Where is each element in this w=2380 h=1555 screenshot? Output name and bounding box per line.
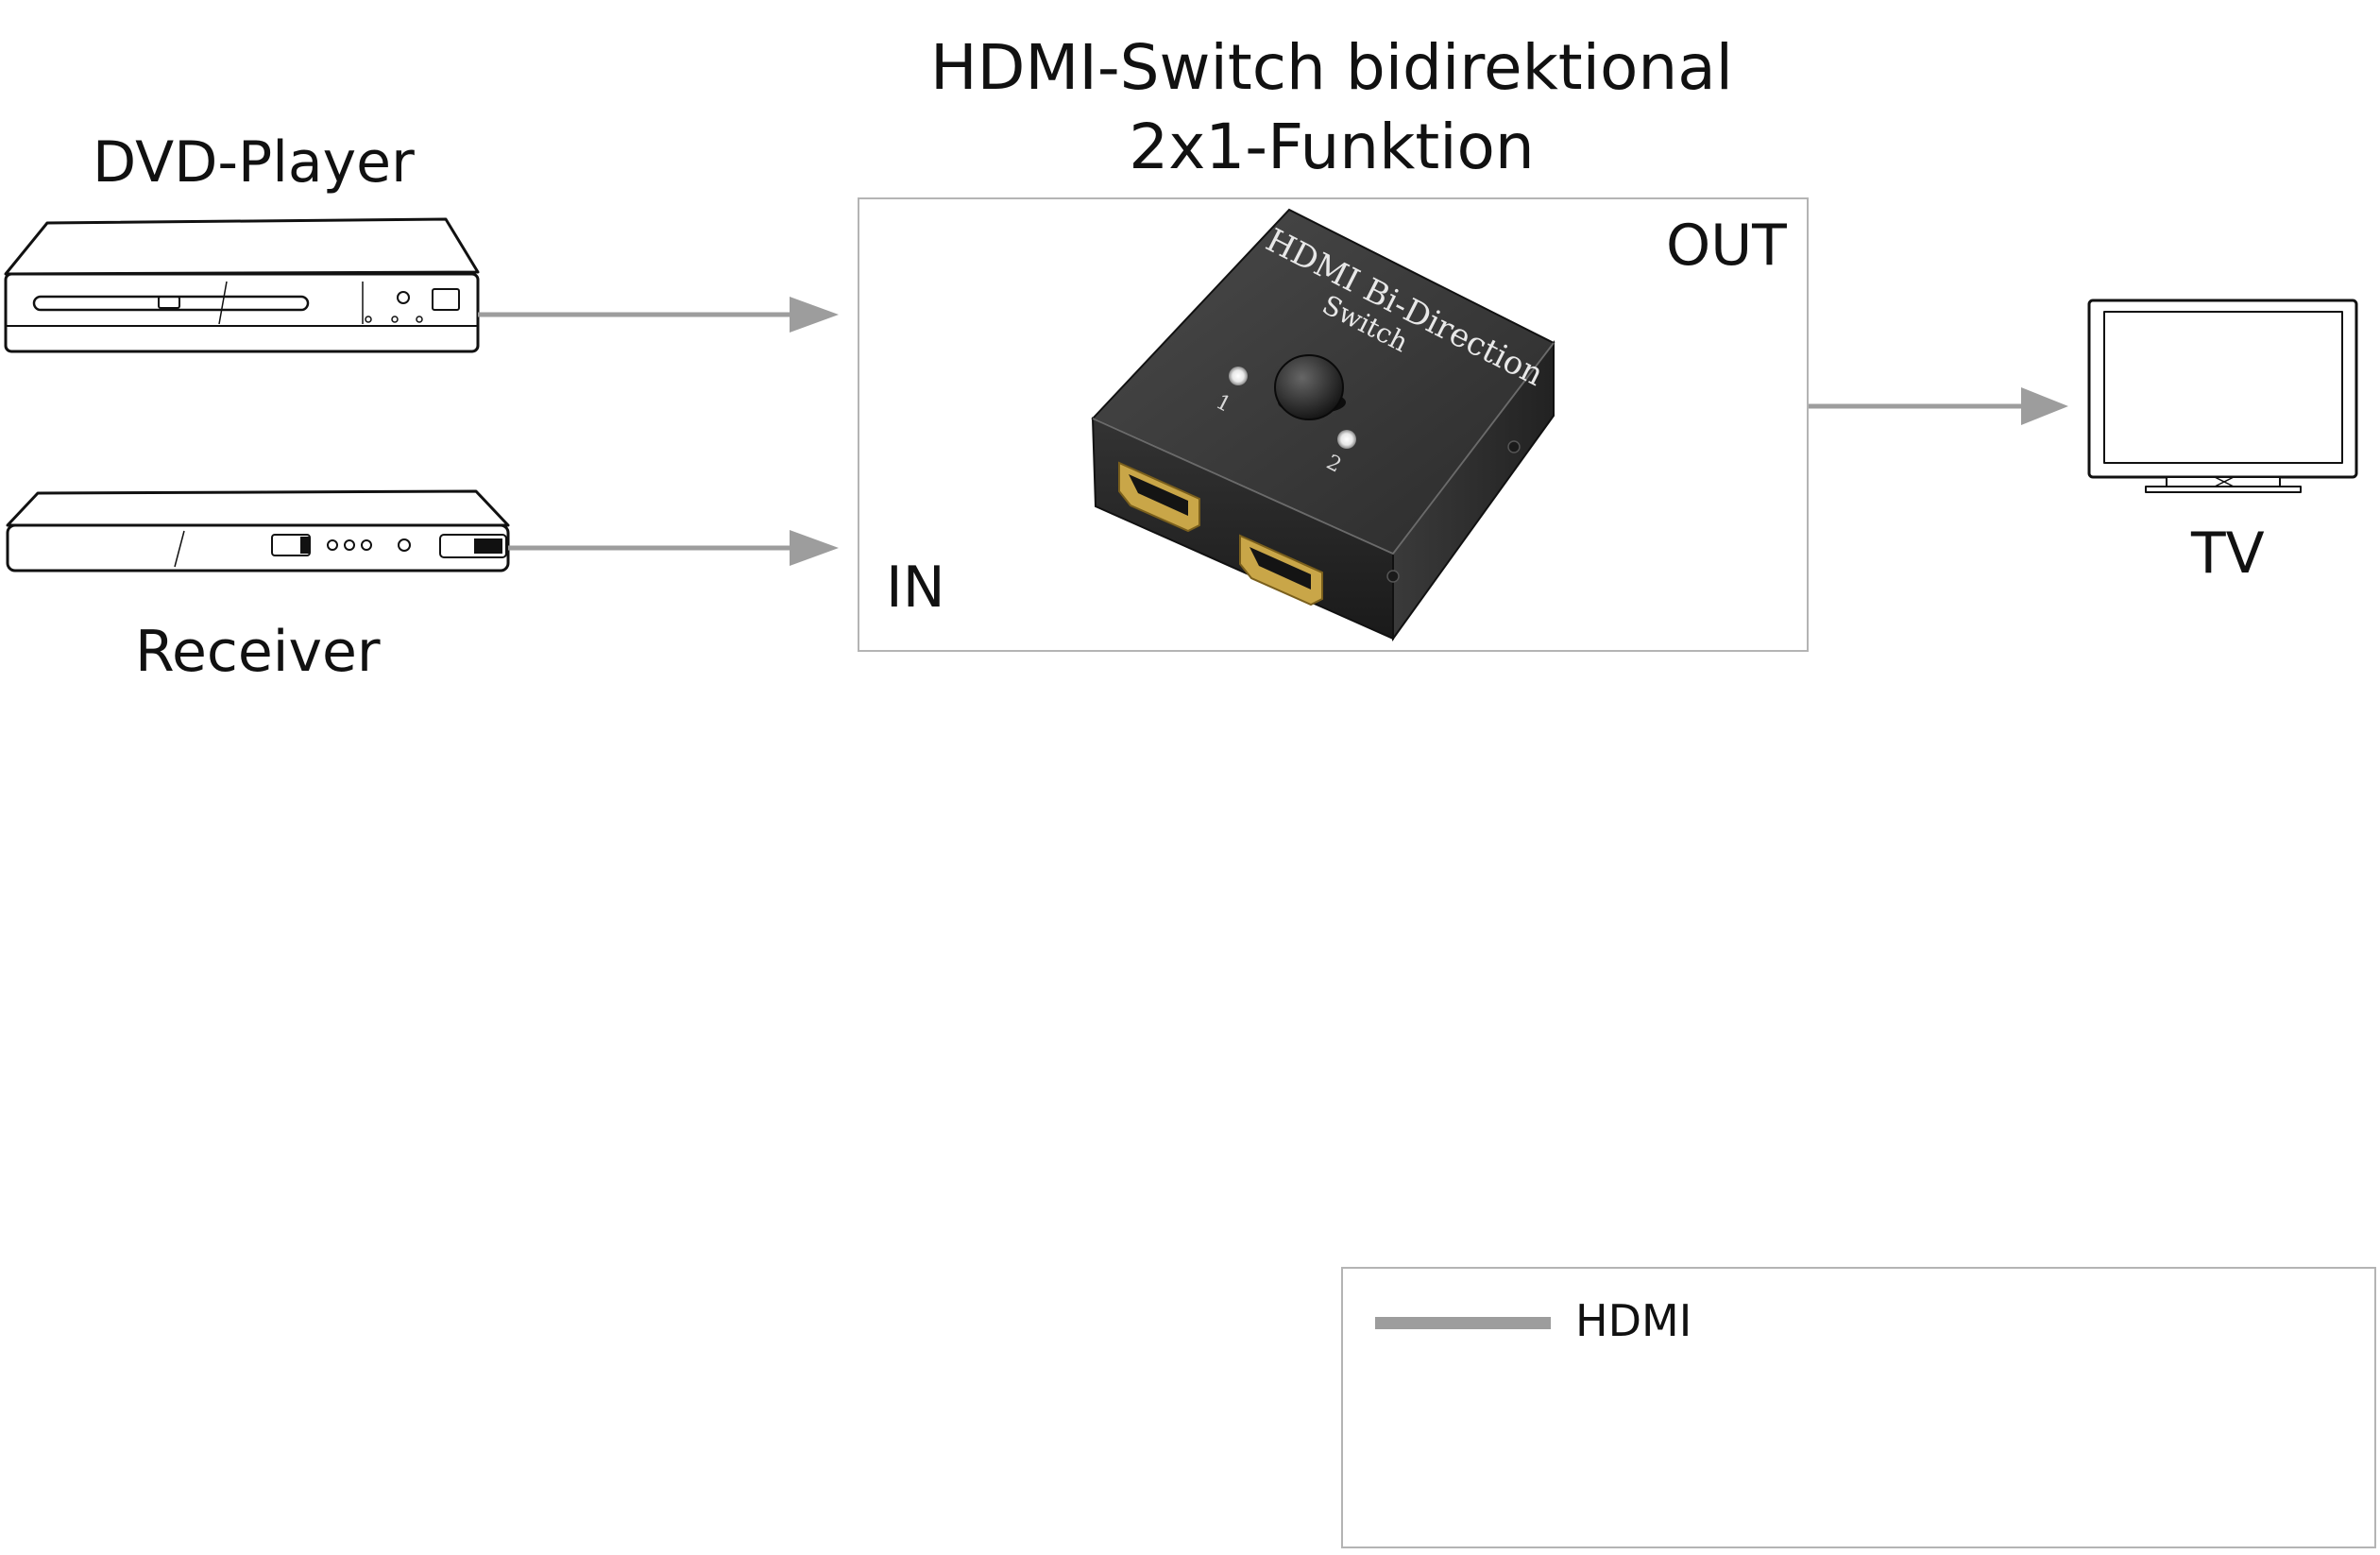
hdmi-port-2: [1239, 534, 1323, 607]
selector-button: [1274, 354, 1344, 420]
title-line-1: HDMI-Switch bidirektional: [929, 31, 1734, 104]
tv-label: TV: [2191, 521, 2265, 587]
hdmi-connection-tv: [1809, 387, 2068, 425]
led-2: [1337, 430, 1356, 449]
in-label: IN: [886, 555, 945, 621]
switch-frame: [858, 197, 1809, 652]
hdmi-connection-receiver: [508, 530, 839, 566]
legend-hdmi-label: HDMI: [1575, 1295, 1692, 1346]
diagram-title: HDMI-Switch bidirektional 2x1-Funktion: [0, 28, 2380, 187]
title-line-2: 2x1-Funktion: [1129, 111, 1535, 183]
hdmi-connection-dvd: [478, 297, 839, 333]
receiver-label: Receiver: [135, 619, 381, 685]
tv-illustration: [2087, 299, 2358, 493]
led-1: [1229, 367, 1248, 385]
out-label: OUT: [1666, 213, 1787, 279]
dvd-player-label: DVD-Player: [93, 129, 415, 196]
legend-hdmi-line: [1375, 1317, 1551, 1329]
hdmi-port-1: [1118, 461, 1200, 533]
legend-box: [1341, 1267, 2376, 1548]
receiver-illustration: [6, 489, 510, 572]
dvd-player-illustration: [4, 217, 480, 353]
hdmi-switch-illustration: HDMI Bi-Direction Switch 1 2: [1091, 208, 1556, 642]
